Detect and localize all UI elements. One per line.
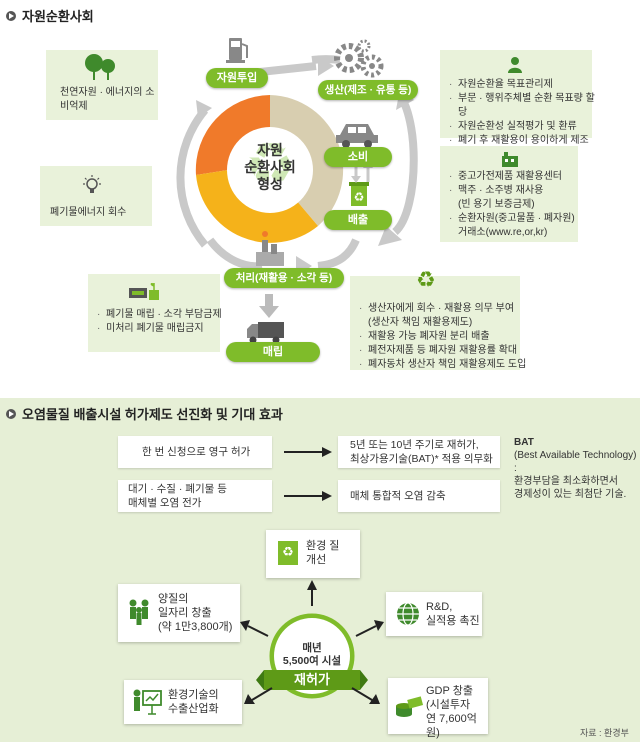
box-production-policy: 자원순환율 목표관리제 부문 · 행위주체별 순환 목표량 할당 자원순환성 실… xyxy=(440,50,595,148)
svg-text:♻: ♻ xyxy=(354,190,365,204)
bullet-icon xyxy=(6,10,16,21)
effect-environment: ♻ 환경 질 개선 xyxy=(266,530,360,578)
source-note: 자료 : 환경부 xyxy=(580,728,629,738)
effect-export: 환경기술의 수출산업화 xyxy=(124,680,242,724)
gears-icon xyxy=(334,39,384,78)
cycle-section-title: 자원순환사회 xyxy=(6,6,94,25)
cycle-arrow-left xyxy=(176,107,209,248)
light-bulb-icon xyxy=(83,175,101,193)
fuel-pump-icon xyxy=(226,38,248,63)
car-icon xyxy=(336,124,378,148)
box-landfill-policy: 폐기물 매립 · 소각 부담금제 미처리 폐기물 매립금지 xyxy=(88,274,222,352)
box-consumption-policy: 중고가전제품 재활용센터 맥주 · 소주병 재사용 (빈 용기 보증금제) 순환… xyxy=(440,146,578,242)
stage-consumption: 소비 xyxy=(324,147,392,167)
effect-gdp: GDP 창출 (시설투자 연 7,600억원) xyxy=(388,678,488,739)
center-badge-label: 매년 5,500여 시설 xyxy=(282,642,342,667)
globe-icon xyxy=(397,602,419,626)
ring-segment-orange xyxy=(195,95,270,175)
money-stack-icon xyxy=(396,696,424,717)
box-treatment-policy: ♻ 생산자에게 회수 · 재활용 의무 부여 (생산자 책임 재활용제도) 재활… xyxy=(350,268,526,372)
permit-section-title: 오염물질 배출시설 허가제도 선진화 및 기대 효과 xyxy=(6,404,283,423)
ring-segment-yellow xyxy=(196,170,318,243)
ring-segment-tan xyxy=(270,95,344,226)
effect-jobs: 양질의 일자리 창출 (약 1만3,800개) xyxy=(118,584,240,642)
effect-rnd: R&D, 실적용 촉진 xyxy=(386,592,482,636)
people-icon xyxy=(129,599,149,625)
cycle-arrow-bottom xyxy=(206,237,263,271)
recycle-icon: ♻ xyxy=(416,268,436,293)
old-pollution-box: 대기 · 수질 · 폐기물 등 매체별 오염 전가 xyxy=(118,480,272,512)
stage-treatment: 처리(재활용 · 소각 등) xyxy=(224,268,344,288)
stage-discharge: 배출 xyxy=(324,210,392,230)
bat-note: BAT (Best Available Technology) : 환경부담을 … xyxy=(514,437,637,500)
box-waste-energy: 폐기물에너지 회수 xyxy=(40,166,152,226)
person-icon xyxy=(508,57,522,73)
old-permit-box: 한 번 신청으로 영구 허가 xyxy=(118,436,272,468)
box-resource-reduction: 천연자원 · 에너지의 소비억제 xyxy=(46,50,158,120)
money-bin-icon xyxy=(129,282,159,300)
new-permit-box: 5년 또는 10년 주기로 재허가, 최상가용기술(BAT)* 적용 의무화 xyxy=(338,436,500,468)
bullet-icon xyxy=(6,408,16,419)
truck-icon xyxy=(247,322,284,344)
cycle-arrow-top xyxy=(259,62,317,76)
center-ribbon: 재허가 xyxy=(294,672,330,687)
cycle-arrow-right xyxy=(391,86,418,235)
presentation-icon xyxy=(133,689,162,715)
stage-landfill: 매립 xyxy=(226,342,320,362)
permit-diagram-graphics xyxy=(240,447,384,704)
stage-input: 자원투입 xyxy=(206,68,268,88)
cycle-center-label: 자원 순환사회 형성 xyxy=(244,142,296,192)
recycle-watermark-icon: ♻ xyxy=(244,130,296,198)
building-icon xyxy=(502,152,518,167)
new-pollution-box: 매체 통합적 오염 감축 xyxy=(338,480,500,512)
tree-icon xyxy=(85,54,115,80)
factory-icon xyxy=(256,231,284,266)
recycle-bin-icon: ♻ xyxy=(278,541,298,565)
stage-production: 생산(제조 · 유통 등) xyxy=(318,80,418,100)
trash-bin-icon: ♻ xyxy=(349,182,369,206)
